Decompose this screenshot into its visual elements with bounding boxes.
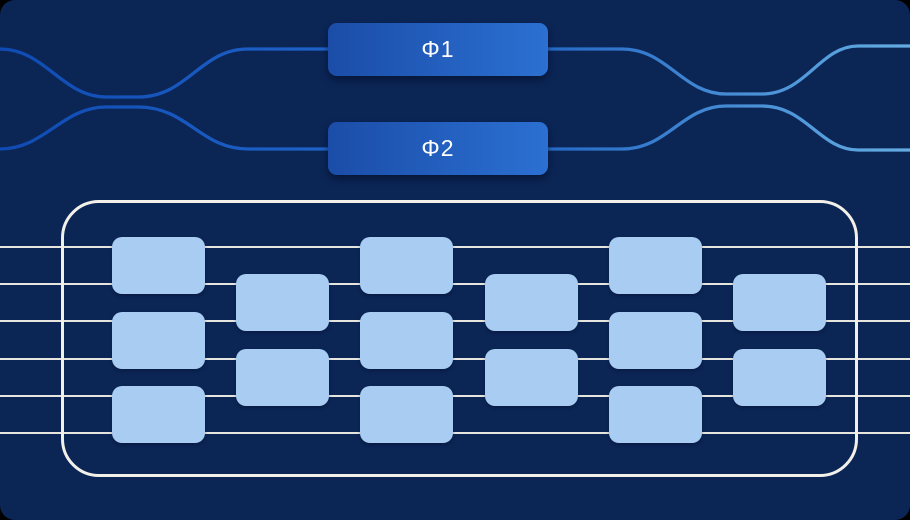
mzi-block bbox=[360, 237, 454, 295]
phase-shifter-phi2-label: Φ2 bbox=[421, 135, 455, 161]
mzi-block bbox=[608, 237, 702, 295]
waveguide-mode-line bbox=[0, 394, 910, 397]
mzi-block bbox=[360, 311, 454, 369]
processor-mesh-border bbox=[61, 200, 858, 477]
mzi-block bbox=[484, 348, 578, 406]
mzi-block bbox=[733, 274, 826, 332]
input-coupler-bottom-waveguide bbox=[0, 105, 332, 151]
mzi-block bbox=[236, 348, 330, 406]
mzi-block bbox=[112, 237, 205, 295]
phase-shifter-phi1-label: Φ1 bbox=[421, 36, 455, 62]
mzi-block bbox=[608, 385, 702, 443]
mzi-block bbox=[236, 274, 330, 332]
waveguide-mode-line bbox=[0, 432, 910, 434]
output-coupler-top-waveguide bbox=[544, 44, 910, 96]
input-coupler-top-waveguide bbox=[0, 47, 332, 99]
phase-shifter-phi1: Φ1 bbox=[328, 23, 548, 76]
output-coupler-bottom-waveguide bbox=[544, 104, 910, 152]
waveguide-mode-line bbox=[0, 320, 910, 323]
phase-shifter-phi2: Φ2 bbox=[328, 122, 548, 175]
mzi-block bbox=[608, 311, 702, 369]
mzi-block bbox=[360, 385, 454, 443]
mzi-block bbox=[484, 274, 578, 332]
mzi-block bbox=[112, 385, 205, 443]
mzi-block bbox=[733, 348, 826, 406]
mzi-block bbox=[112, 311, 205, 369]
waveguide-mode-line bbox=[0, 357, 910, 360]
waveguide-mode-line bbox=[0, 246, 910, 248]
waveguide-mode-line bbox=[0, 283, 910, 286]
